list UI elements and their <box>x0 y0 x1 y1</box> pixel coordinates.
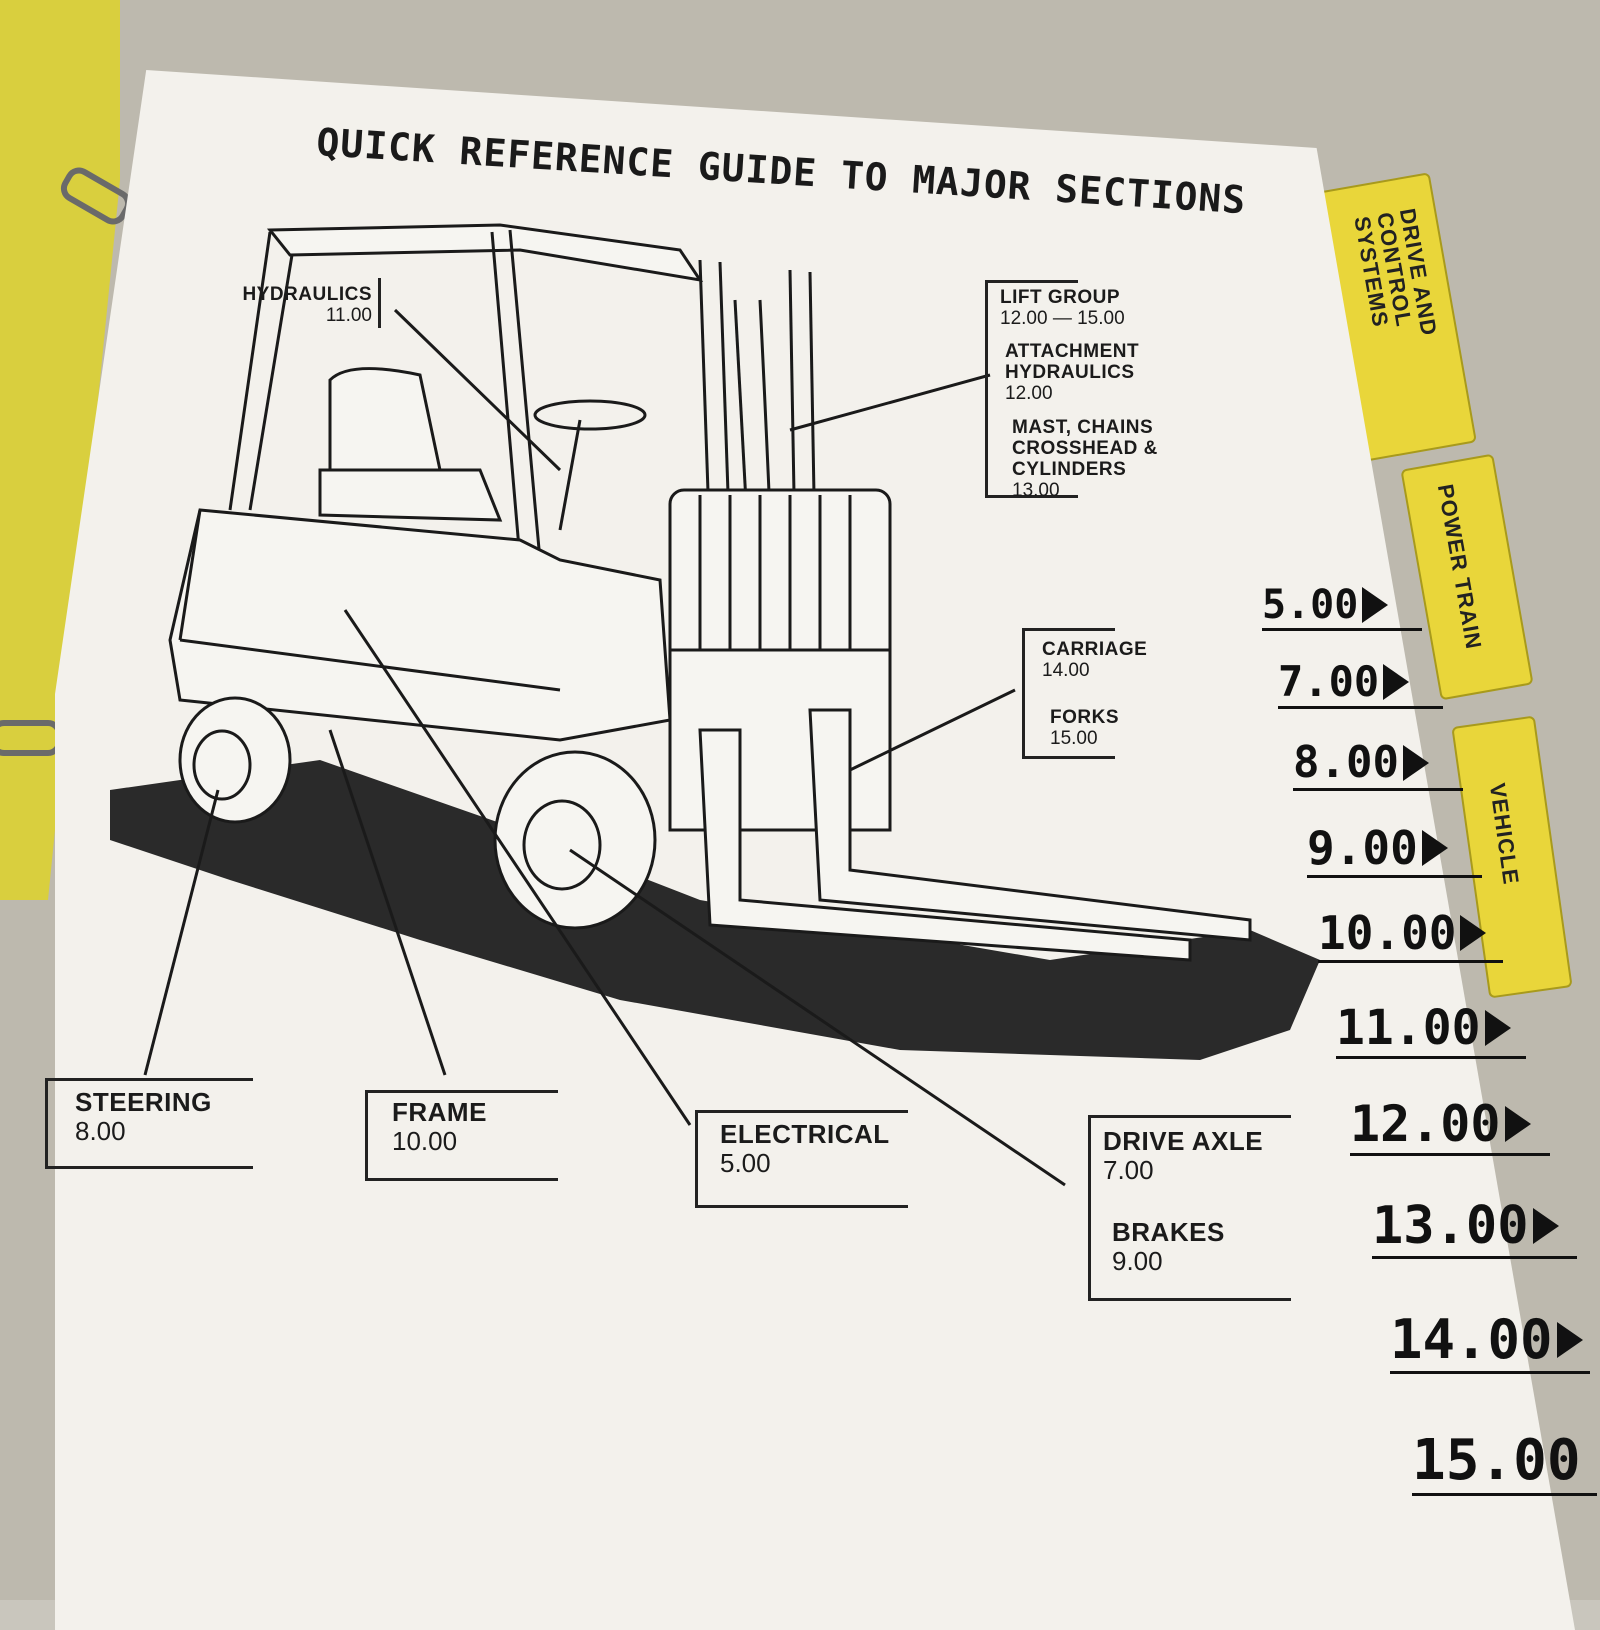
arrow-right-icon <box>1421 830 1448 866</box>
callout-label: FRAME <box>392 1097 487 1127</box>
callout-bracket <box>45 1078 253 1169</box>
callout-section-number: 7.00 <box>1103 1154 1154 1185</box>
callout-electrical: ELECTRICAL 5.00 <box>720 1120 890 1177</box>
section-number: 12.00 <box>1350 1095 1501 1153</box>
callout-bracket <box>1088 1115 1291 1301</box>
section-8-marker[interactable]: 8.00 <box>1293 737 1463 791</box>
section-12-marker[interactable]: 12.00 <box>1350 1095 1550 1156</box>
callout-section-number: 12.00 <box>1005 382 1053 404</box>
callout-attachment-hydraulics: ATTACHMENT HYDRAULICS 12.00 <box>1005 341 1140 405</box>
arrow-right-icon <box>1532 1208 1559 1244</box>
callout-label: CARRIAGE <box>1042 639 1148 660</box>
callout-label: FORKS <box>1050 707 1119 728</box>
section-number: 15.00 <box>1412 1428 1581 1493</box>
callout-label: LIFT GROUP <box>1000 287 1121 308</box>
section-7-marker[interactable]: 7.00 <box>1278 657 1443 709</box>
callout-section-number: 14.00 <box>1042 659 1090 681</box>
section-number: 10.00 <box>1318 906 1457 960</box>
section-number: 9.00 <box>1307 821 1418 875</box>
arrow-right-icon <box>1402 744 1429 781</box>
callout-label: CROSSHEAD & <box>1012 437 1158 459</box>
callout-section-number: 5.00 <box>720 1147 771 1178</box>
section-number: 11.00 <box>1336 1000 1481 1056</box>
section-10-marker[interactable]: 10.00 <box>1318 906 1503 963</box>
section-15-marker[interactable]: 15.00 <box>1412 1428 1597 1496</box>
leader-lines <box>143 308 1066 1187</box>
section-number: 13.00 <box>1372 1196 1529 1256</box>
section-14-marker[interactable]: 14.00 <box>1390 1308 1590 1374</box>
callout-label: BRAKES <box>1112 1217 1225 1247</box>
section-5-marker[interactable]: 5.00 <box>1262 582 1422 631</box>
section-number: 8.00 <box>1293 737 1399 788</box>
callout-brakes: BRAKES 9.00 <box>1112 1218 1225 1275</box>
callout-drive-axle: DRIVE AXLE 7.00 <box>1103 1127 1263 1184</box>
section-11-marker[interactable]: 11.00 <box>1336 1000 1526 1059</box>
callout-label: STEERING <box>75 1087 212 1117</box>
forklift <box>168 223 1252 962</box>
callout-section-number: 10.00 <box>392 1125 458 1156</box>
callout-section-number: 11.00 <box>325 304 372 326</box>
arrow-right-icon <box>1556 1321 1583 1358</box>
callout-bracket <box>372 278 381 328</box>
callout-mast: MAST, CHAINS CROSSHEAD & CYLINDERS 13.00 <box>1012 417 1158 502</box>
callout-section-number: 15.00 <box>1050 727 1098 749</box>
arrow-right-icon <box>1460 915 1487 951</box>
section-9-marker[interactable]: 9.00 <box>1307 821 1482 878</box>
callout-section-number: 12.00 — 15.00 <box>1000 307 1125 329</box>
callout-label: HYDRAULICS <box>242 284 372 305</box>
section-number: 7.00 <box>1278 657 1380 706</box>
callout-label: ATTACHMENT <box>1005 341 1140 362</box>
arrow-right-icon <box>1504 1106 1531 1142</box>
callout-section-number: 13.00 <box>1012 479 1060 501</box>
callout-label: ELECTRICAL <box>720 1119 890 1149</box>
arrow-right-icon <box>1484 1010 1511 1046</box>
callout-label: CYLINDERS <box>1012 458 1127 480</box>
section-13-marker[interactable]: 13.00 <box>1372 1196 1577 1259</box>
callout-bracket <box>365 1090 558 1181</box>
arrow-right-icon <box>1362 587 1389 623</box>
arrow-right-icon <box>1383 663 1410 700</box>
callout-steering: STEERING 8.00 <box>75 1088 212 1145</box>
callout-hydraulics: HYDRAULICS 11.00 <box>212 284 372 327</box>
callout-bracket <box>695 1110 908 1208</box>
callout-forks: FORKS 15.00 <box>1050 707 1119 750</box>
callout-frame: FRAME 10.00 <box>392 1098 487 1155</box>
callout-label: MAST, CHAINS <box>1012 417 1154 438</box>
section-number: 5.00 <box>1262 582 1359 628</box>
callout-section-number: 9.00 <box>1112 1245 1163 1276</box>
callout-section-number: 8.00 <box>75 1115 126 1146</box>
callout-lift-group: LIFT GROUP 12.00 — 15.00 <box>1000 287 1125 330</box>
callout-bracket <box>1022 628 1115 759</box>
section-number: 14.00 <box>1390 1308 1553 1371</box>
callout-label: DRIVE AXLE <box>1103 1126 1264 1156</box>
callout-bracket <box>985 280 1078 498</box>
callout-label: HYDRAULICS <box>1005 361 1135 383</box>
callout-carriage: CARRIAGE 14.00 <box>1042 639 1148 682</box>
